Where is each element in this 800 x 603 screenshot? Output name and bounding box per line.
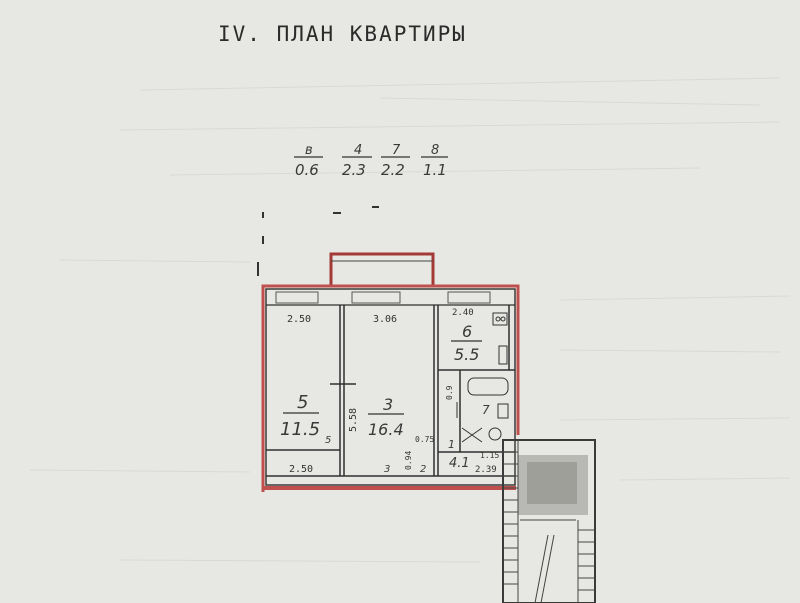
page-title: IV. ПЛАН КВАРТИРЫ <box>218 22 467 46</box>
kitchen-sink-icon <box>498 345 508 365</box>
room-1-area: 4.1 <box>449 456 470 471</box>
room-3-number: 3 <box>383 395 393 414</box>
apartment-outline <box>261 284 520 492</box>
room-6-number: 6 <box>462 322 472 341</box>
fraction-1: в 0.6 <box>294 143 323 179</box>
room-5-area: 11.5 <box>280 419 320 440</box>
registration-marks <box>257 206 379 276</box>
fraction-2-bottom: 2.3 <box>342 161 366 179</box>
wall-marks: 5 3 2 <box>325 435 426 475</box>
header-fractions: в 0.6 4 2.3 7 2.2 8 1.1 <box>294 143 448 179</box>
dim-small-a: 0.75 <box>415 435 434 444</box>
faint-stamp-text <box>29 77 791 563</box>
bathtub-icon <box>467 377 509 396</box>
room-5-number: 5 <box>297 392 308 413</box>
dim-room3-top: 3.06 <box>373 314 397 325</box>
room-6-area: 5.5 <box>454 345 479 364</box>
fraction-3-bottom: 2.2 <box>381 161 405 179</box>
fraction-4: 8 1.1 <box>421 143 448 179</box>
wall-mark-1: 5 <box>325 435 331 446</box>
room-labels: 5 11.5 3 16.4 6 5.5 7 1 4.1 <box>280 322 490 471</box>
dim-room3-depth: 5.58 <box>348 408 359 432</box>
room-7-number: 7 <box>482 403 490 417</box>
balcony <box>329 252 435 288</box>
dim-small-b: 0.94 <box>404 451 413 470</box>
dim-small-d: 2.39 <box>475 465 497 475</box>
room-3-label: 3 16.4 <box>368 395 404 439</box>
stove-icon <box>492 312 508 326</box>
fraction-3: 7 2.2 <box>381 143 410 179</box>
room-7-label: 7 <box>482 403 490 417</box>
bathroom-fixtures <box>456 377 509 443</box>
room-1-number: 1 <box>448 438 455 451</box>
interior-walls <box>266 305 515 477</box>
toilet-icon <box>488 427 502 441</box>
fraction-1-bottom: 0.6 <box>295 161 319 179</box>
fraction-3-top: 7 <box>392 143 401 158</box>
wall-mark-3: 2 <box>420 464 426 475</box>
fraction-1-top: в <box>305 143 313 158</box>
staircase <box>502 439 596 603</box>
dimension-labels: 2.50 3.06 2.40 5.58 2.50 0.75 0.94 1.15 … <box>287 308 499 475</box>
room-5-label: 5 11.5 <box>280 392 320 440</box>
room-1-label: 1 4.1 <box>448 438 470 471</box>
fraction-2-top: 4 <box>354 143 362 158</box>
fraction-4-bottom: 1.1 <box>423 161 447 179</box>
dim-room5-top: 2.50 <box>287 314 311 325</box>
fraction-2: 4 2.3 <box>342 143 372 179</box>
room-3-area: 16.4 <box>368 420 404 439</box>
wall-mark-2: 3 <box>384 464 390 475</box>
kitchen-fixtures <box>492 312 508 365</box>
fraction-4-top: 8 <box>431 143 439 158</box>
room-6-label: 6 5.5 <box>451 322 482 364</box>
dim-small-e: 0.9 <box>445 385 454 400</box>
dim-room5-bottom: 2.50 <box>289 464 313 475</box>
dim-room6-top: 2.40 <box>452 308 474 318</box>
sink-icon <box>497 403 509 419</box>
dim-small-c: 1.15 <box>480 451 499 460</box>
